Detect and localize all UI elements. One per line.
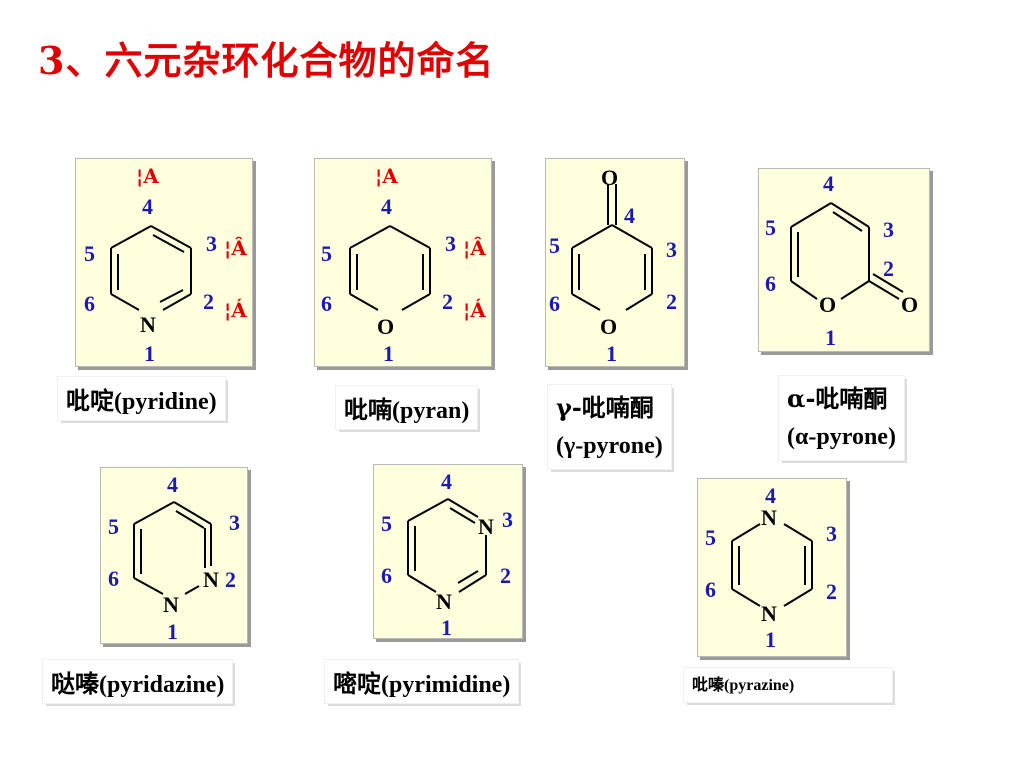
position-2: 2: [203, 289, 214, 314]
pyrazine-label: 吡嗪(pyrazine): [684, 668, 892, 702]
pyrimidine-structure: N N 1 2 3 4 5 6: [373, 464, 523, 640]
gamma-pyrone-ring: O O 1 2 3 4 5 6: [549, 165, 677, 366]
position-6: 6: [321, 291, 332, 316]
greek-marker-beta: ¦Â: [463, 236, 486, 260]
position-5: 5: [549, 233, 560, 258]
carbonyl-oxygen-atom: O: [901, 292, 918, 317]
pyridazine-ring: N N 1 2 3 4 5 6: [108, 472, 240, 644]
position-6: 6: [84, 291, 95, 316]
nitrogen-1-atom: N: [436, 589, 452, 614]
position-1: 1: [383, 341, 394, 366]
nitrogen-1-atom: N: [163, 592, 179, 617]
position-5: 5: [108, 514, 119, 539]
pyran-structure: O 1 2 3 4 5 6 ¦Α ¦Â ¦Á: [314, 158, 492, 367]
nitrogen-3-atom: N: [478, 514, 494, 539]
slide-title: 3、六元杂环化合物的命名: [38, 38, 495, 83]
greek-marker-gamma: ¦Α: [375, 164, 398, 188]
pyridazine-label: 哒嗪(pyridazine): [43, 660, 233, 703]
position-1: 1: [825, 325, 836, 350]
alpha-pyrone-label: α-吡喃酮 (α-pyrone): [779, 376, 904, 460]
position-2: 2: [442, 289, 453, 314]
position-4: 4: [624, 203, 635, 228]
position-2: 2: [826, 579, 837, 604]
position-5: 5: [381, 511, 392, 536]
alpha-pyrone-structure: O O 1 2 3 4 5 6: [758, 168, 930, 352]
pyridazine-structure: N N 1 2 3 4 5 6: [100, 467, 248, 644]
nitrogen-atom: N: [140, 312, 156, 337]
position-2: 2: [225, 567, 236, 592]
nitrogen-1-atom: N: [761, 601, 777, 626]
position-3: 3: [826, 521, 837, 546]
position-3: 3: [502, 507, 513, 532]
position-5: 5: [765, 215, 776, 240]
position-4: 4: [381, 194, 392, 219]
pyridine-label: 吡啶(pyridine): [58, 377, 225, 420]
position-1: 1: [606, 341, 617, 366]
greek-marker-alpha: ¦Á: [463, 298, 486, 322]
nitrogen-4-atom: N: [761, 505, 777, 530]
gamma-pyrone-structure: O O 1 2 3 4 5 6: [545, 158, 685, 367]
position-6: 6: [549, 291, 560, 316]
pyrazine-ring: N N 1 2 3 4 5 6: [705, 483, 837, 652]
nitrogen-2-atom: N: [203, 567, 219, 592]
position-5: 5: [705, 525, 716, 550]
pyrimidine-label: 嘧啶(pyrimidine): [325, 660, 519, 703]
pyran-ring: O 1 2 3 4 5 6 ¦Α ¦Â ¦Á: [321, 164, 486, 366]
position-4: 4: [142, 194, 153, 219]
position-1: 1: [441, 615, 452, 640]
pyran-label: 吡喃(pyran): [336, 386, 478, 429]
alpha-pyrone-ring: O O 1 2 3 4 5 6: [765, 171, 918, 350]
ring-oxygen-atom: O: [600, 314, 617, 339]
position-5: 5: [84, 241, 95, 266]
position-3: 3: [445, 231, 456, 256]
position-4: 4: [441, 469, 452, 494]
position-3: 3: [229, 510, 240, 535]
position-4: 4: [823, 171, 834, 196]
position-6: 6: [705, 577, 716, 602]
position-3: 3: [883, 217, 894, 242]
greek-marker-beta: ¦Â: [224, 236, 247, 260]
position-2: 2: [883, 256, 894, 281]
position-2: 2: [666, 289, 677, 314]
position-2: 2: [500, 563, 511, 588]
pyridine-structure: N 1 2 3 4 5 6 ¦Α ¦Â ¦Á: [75, 158, 253, 367]
position-1: 1: [167, 619, 178, 644]
oxygen-atom: O: [377, 314, 394, 339]
position-1: 1: [765, 627, 776, 652]
position-6: 6: [765, 271, 776, 296]
pyrazine-structure: N N 1 2 3 4 5 6: [697, 478, 847, 657]
greek-marker-gamma: ¦Α: [136, 164, 159, 188]
ring-oxygen-atom: O: [819, 292, 836, 317]
position-4: 4: [765, 483, 776, 508]
greek-marker-alpha: ¦Á: [224, 298, 247, 322]
carbonyl-oxygen-atom: O: [601, 165, 618, 190]
position-6: 6: [108, 566, 119, 591]
gamma-pyrone-label: γ-吡喃酮 (γ-pyrone): [548, 385, 671, 469]
position-6: 6: [381, 563, 392, 588]
pyrimidine-ring: N N 1 2 3 4 5 6: [381, 469, 513, 640]
position-5: 5: [321, 241, 332, 266]
position-4: 4: [167, 472, 178, 497]
position-3: 3: [666, 237, 677, 262]
pyridine-ring: N 1 2 3 4 5 6 ¦Α ¦Â ¦Á: [84, 164, 247, 366]
position-3: 3: [206, 231, 217, 256]
position-1: 1: [144, 341, 155, 366]
